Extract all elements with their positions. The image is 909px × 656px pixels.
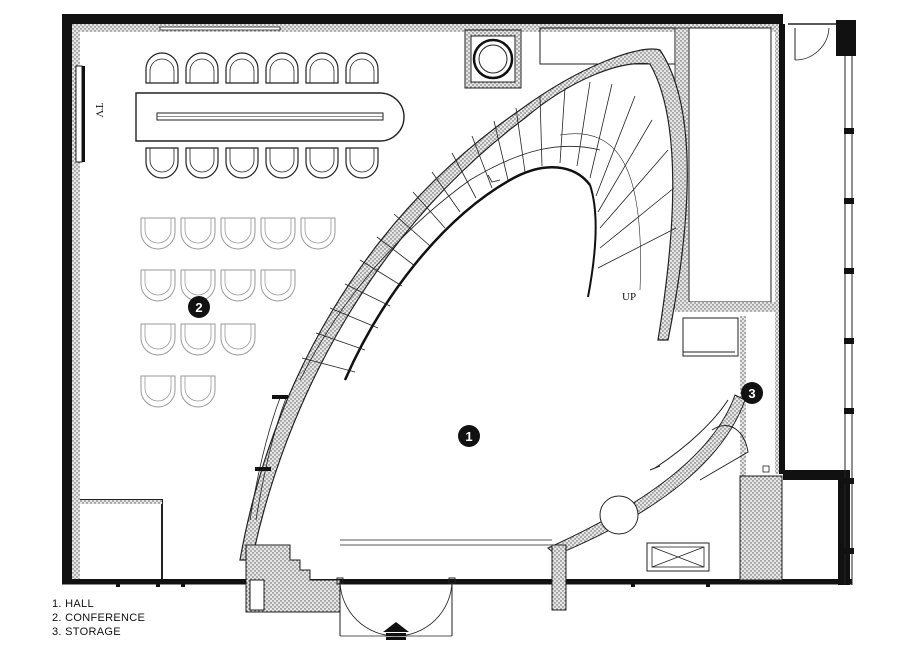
chair (305, 52, 339, 84)
entrance (245, 539, 567, 640)
stair-up-label: UP (622, 291, 636, 303)
chair (185, 147, 219, 179)
entry-arrow-icon (383, 622, 409, 632)
chair (345, 147, 379, 179)
chair (145, 147, 179, 179)
svg-text:3: 3 (748, 386, 755, 401)
legend: 1. HALL 2. CONFERENCE 3. STORAGE (52, 597, 145, 639)
tv-label: TV (93, 103, 105, 118)
legend-item-hall: 1. HALL (52, 598, 94, 610)
legend-item-conference: 2. CONFERENCE (52, 612, 146, 624)
round-column (464, 29, 522, 89)
chair (185, 52, 219, 84)
outer-walls (62, 14, 856, 587)
stair-treads: UP (299, 81, 677, 381)
right-window-wall (844, 56, 854, 585)
conference-room: TV (75, 26, 405, 579)
hall-curved-window (249, 395, 288, 521)
chair (265, 52, 299, 84)
chair (305, 147, 339, 179)
chair (345, 52, 379, 84)
chair (225, 147, 259, 179)
svg-text:2: 2 (195, 300, 202, 315)
svg-text:1: 1 (465, 429, 472, 444)
legend-item-storage: 3. STORAGE (52, 626, 121, 638)
chair (265, 147, 299, 179)
marker-hall: 1 (458, 425, 480, 447)
chair (145, 52, 179, 84)
chair (225, 52, 259, 84)
round-table (599, 495, 639, 535)
marker-conference: 2 (188, 296, 210, 318)
marker-storage: 3 (741, 382, 763, 404)
